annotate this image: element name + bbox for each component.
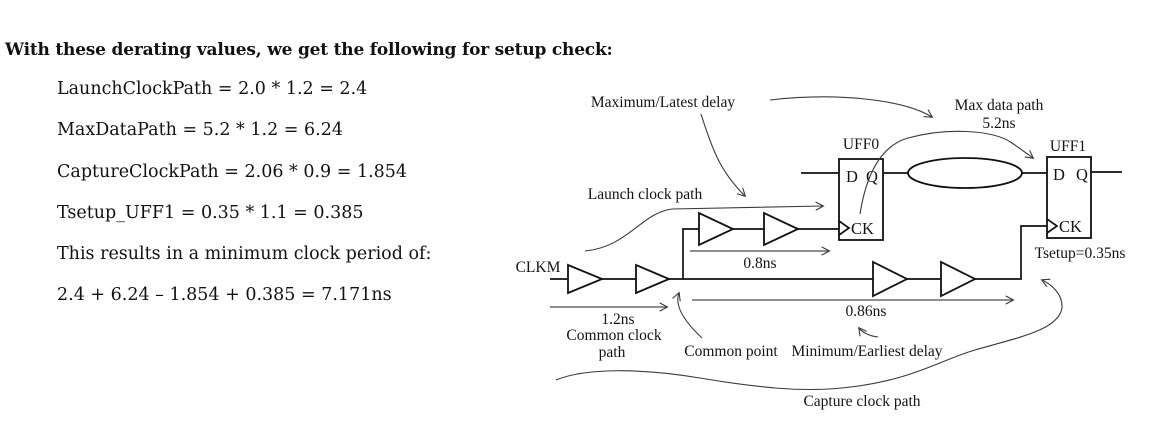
- uff1-pin-ck: CK: [1059, 217, 1082, 236]
- max-data-path-label: Max data path: [955, 97, 1044, 114]
- combinational-logic-cloud: [907, 157, 1023, 189]
- calc-line-capture-clock-path: CaptureClockPath = 2.06 * 0.9 = 1.854: [57, 161, 408, 182]
- capture-delay-value: 0.86ns: [846, 303, 887, 320]
- uff1-pin-d: D: [1053, 165, 1065, 184]
- launch-clock-path-arrow: [584, 201, 825, 252]
- delay-measure-arrows: [550, 246, 1015, 312]
- clkm-label: CLKM: [516, 259, 561, 276]
- launch-delay-value: 0.8ns: [743, 255, 776, 272]
- uff0-pin-ck: CK: [851, 219, 874, 238]
- uff0-label: UFF0: [843, 136, 879, 153]
- common-point-label: Common point: [684, 343, 778, 360]
- launch-branch-wire: [682, 228, 699, 279]
- uff1-pin-q: Q: [1076, 165, 1088, 184]
- uff1-label: UFF1: [1050, 138, 1086, 155]
- calc-line-result: 2.4 + 6.24 – 1.854 + 0.385 = 7.171ns: [57, 285, 392, 306]
- common-clock-path-label-line2: path: [599, 344, 626, 361]
- common-clock-path-label-line1: Common clock: [566, 327, 661, 344]
- buffer-icon-common-2: [635, 263, 672, 295]
- data-path-wires: [801, 171, 1122, 174]
- common-delay-value: 1.2ns: [601, 311, 634, 328]
- buffer-icon-capture-2: [940, 260, 978, 298]
- calc-line-max-data-path: MaxDataPath = 5.2 * 1.2 = 6.24: [57, 120, 343, 141]
- diagram-labels: Maximum/Latest delay Max data path 5.2ns…: [516, 94, 1126, 410]
- min-earliest-delay-arrow: [858, 326, 879, 338]
- clock-buffers: [567, 211, 978, 298]
- max-data-path-value: 5.2ns: [982, 115, 1015, 132]
- buffer-icon-launch-2: [763, 211, 801, 247]
- calc-line-tsetup: Tsetup_UFF1 = 0.35 * 1.1 = 0.385: [57, 202, 364, 223]
- clock-tree-wires: [550, 225, 1047, 280]
- uff1-ck-wire: [975, 225, 1047, 280]
- calc-line-result-intro: This results in a minimum clock period o…: [57, 244, 432, 265]
- tsetup-label: Tsetup=0.35ns: [1035, 245, 1126, 262]
- uff0-pin-q: Q: [866, 167, 878, 186]
- heading: With these derating values, we get the f…: [5, 40, 613, 60]
- buffer-icon-capture-1: [872, 260, 910, 298]
- calculation-block: LaunchClockPath = 2.0 * 1.2 = 2.4 MaxDat…: [57, 69, 431, 317]
- launch-clock-path-label: Launch clock path: [588, 186, 703, 203]
- max-latest-delay-arrow-to-launch: [700, 113, 747, 198]
- calc-line-launch-clock-path: LaunchClockPath = 2.0 * 1.2 = 2.4: [57, 79, 368, 99]
- uff1-flipflop: UFF1 D Q CK: [1046, 138, 1092, 239]
- uff1-clock-triangle-icon: [1046, 218, 1059, 234]
- uff1-box: [1046, 156, 1092, 239]
- capture-clock-path-arrow: [555, 278, 1063, 391]
- max-latest-delay-arrow-to-datapath: [769, 96, 934, 118]
- uff0-pin-d: D: [846, 167, 858, 186]
- annotation-arrows: [555, 96, 1063, 391]
- uff0-flipflop: UFF0 D Q CK: [838, 136, 884, 241]
- buffer-icon-launch-1: [698, 211, 736, 247]
- common-point-arrow: [672, 291, 703, 339]
- uff0-clock-triangle-icon: [838, 220, 851, 236]
- max-data-path-arc: [859, 130, 1035, 215]
- max-latest-delay-label: Maximum/Latest delay: [591, 94, 735, 111]
- capture-clock-path-label: Capture clock path: [803, 393, 920, 410]
- buffer-icon-common-1: [567, 263, 605, 295]
- min-earliest-delay-label: Minimum/Earliest delay: [791, 343, 942, 360]
